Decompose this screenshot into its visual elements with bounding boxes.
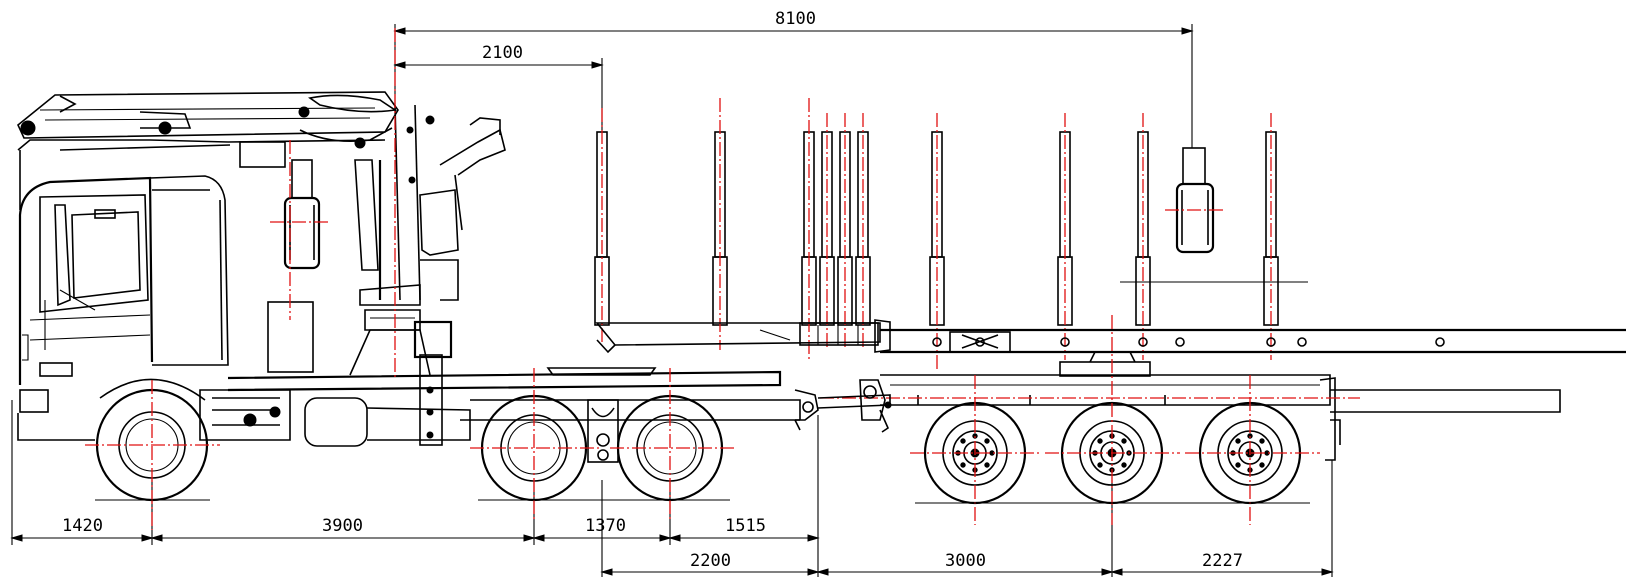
stake-5 <box>837 113 853 350</box>
truck-bogie-wheel-1 <box>470 368 600 520</box>
stake-2 <box>712 98 728 350</box>
trailer-chassis <box>820 351 1561 461</box>
truck-bunk <box>595 319 891 354</box>
centerlines-misc <box>270 28 396 380</box>
trailer-wheel-3 <box>1185 375 1320 525</box>
ground-lines <box>95 499 1310 504</box>
stake-9 <box>1135 113 1151 360</box>
dim-label-1515: 1515 <box>725 516 766 536</box>
dimension-bottom-row: 1420 3900 1370 1515 <box>10 400 820 577</box>
trailer-bunk <box>880 281 1626 354</box>
dimension-top-8100: 8100 <box>393 9 1194 148</box>
drawbar <box>817 379 892 433</box>
dim-label-3900: 3900 <box>322 516 363 536</box>
dimension-lower-row: 2200 3000 2227 <box>600 460 1334 577</box>
dim-label-1420: 1420 <box>62 516 103 536</box>
stake-8 <box>1057 113 1073 360</box>
truck-bogie-wheel-2 <box>610 368 735 520</box>
stake-1 <box>594 108 610 345</box>
stake-4 <box>819 113 835 350</box>
dim-label-2200: 2200 <box>690 551 731 571</box>
loader-crane <box>17 91 506 446</box>
dim-label-2100: 2100 <box>482 43 523 63</box>
stakes <box>594 98 1279 370</box>
dimension-top-2100: 2100 <box>393 43 604 130</box>
dim-label-8100: 8100 <box>775 9 816 29</box>
stake-3 <box>801 98 817 360</box>
stake-7 <box>929 113 945 370</box>
dim-label-3000: 3000 <box>945 551 986 571</box>
stake-6 <box>855 113 871 350</box>
trailer-grapple <box>1165 147 1225 254</box>
truck-front-wheel <box>85 378 220 530</box>
dim-label-1370: 1370 <box>585 516 626 536</box>
trailer-wheel-1 <box>910 375 1040 525</box>
dim-label-2227: 2227 <box>1202 551 1243 571</box>
truck-cab <box>17 139 229 441</box>
stake-10 <box>1263 113 1279 360</box>
